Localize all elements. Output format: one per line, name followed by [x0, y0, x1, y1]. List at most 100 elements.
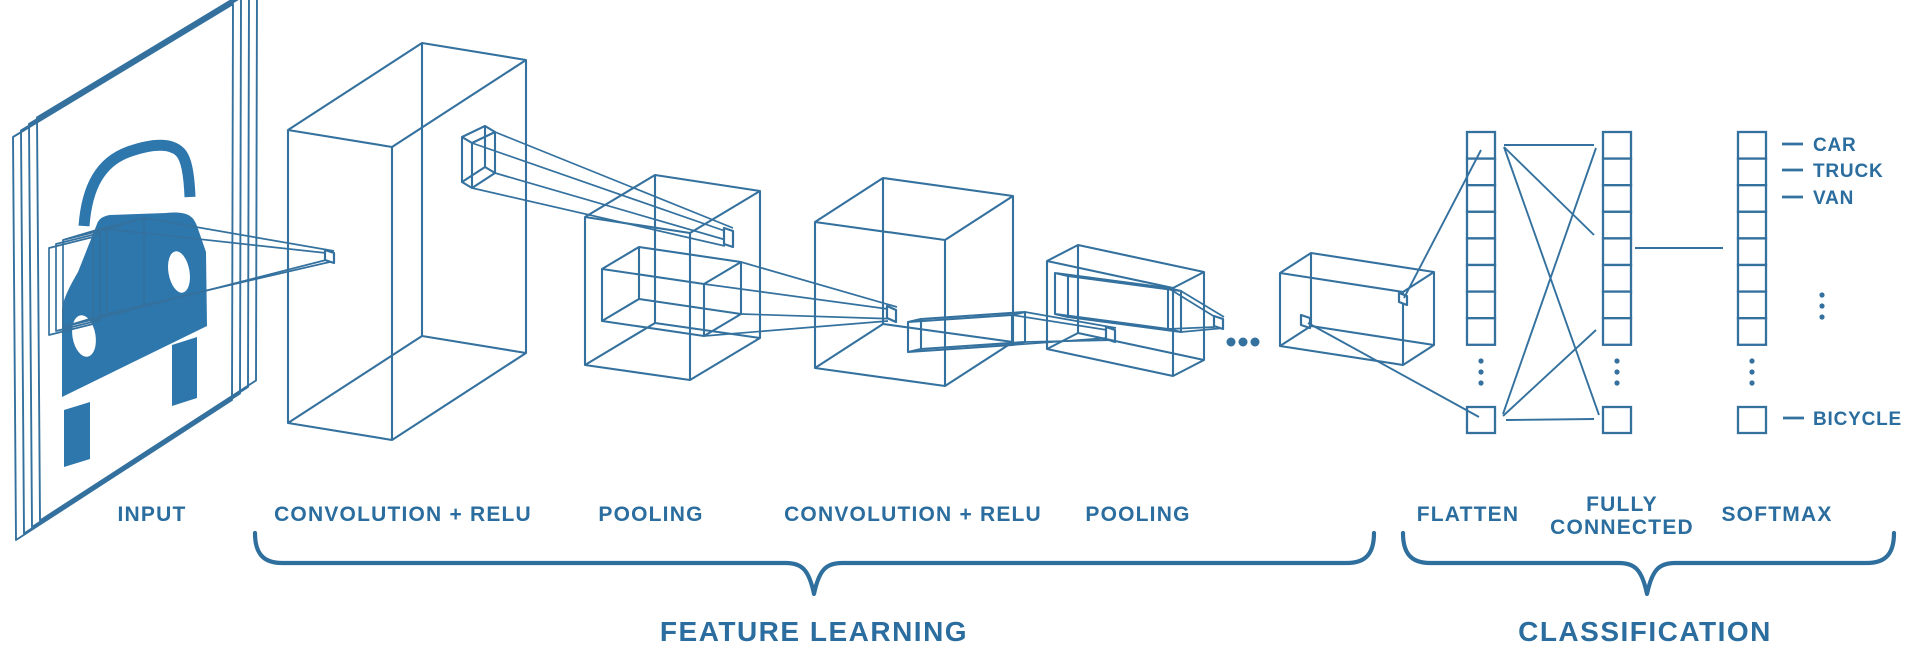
softmax-column: [1736, 130, 1768, 435]
fc-cell: [1601, 317, 1633, 346]
stage-label-pool2: POOLING: [1085, 503, 1190, 526]
projection-line: [494, 172, 734, 243]
flatten-cell: [1465, 317, 1497, 346]
dot: [1819, 303, 1825, 309]
flatten-cell: [1465, 130, 1497, 160]
fc-cell: [1601, 290, 1633, 320]
stage-label-fully-connected-line2: CONNECTED: [1550, 516, 1694, 539]
car-window-cutout: [168, 251, 190, 293]
softmax-cell: [1736, 157, 1768, 187]
stage-label-input: INPUT: [118, 503, 187, 526]
softmax-cell: [1736, 317, 1768, 346]
stage-label-fully-connected-line1: FULLY: [1586, 493, 1658, 516]
projection-line: [106, 259, 327, 317]
projection-beam: [471, 131, 734, 247]
pool1-receptive-target: [722, 226, 735, 249]
projection-line: [106, 228, 327, 254]
projection-beam: [1011, 311, 1117, 346]
pool2-wireframe: [1045, 243, 1206, 378]
stage-label-softmax: SOFTMAX: [1721, 503, 1832, 526]
dot: [1819, 292, 1825, 298]
pool1-wireframe: [583, 173, 762, 382]
car-illustration: [62, 139, 207, 467]
input-receptive-field-box: [48, 217, 336, 336]
stage-label-pool1: POOLING: [598, 503, 703, 526]
fc-cell: [1601, 237, 1633, 267]
filter-box-wireframe: [460, 124, 497, 190]
dot: [1749, 380, 1755, 386]
conv2-receptive-target: [885, 304, 898, 324]
connection-line: [1503, 146, 1600, 416]
fc-last-cell: [1601, 405, 1633, 435]
conv1-box: [286, 41, 528, 442]
section-braces: FEATURE LEARNING CLASSIFICATION: [252, 530, 1897, 647]
ellipsis-dots: [1226, 337, 1260, 347]
flatten-cell: [1465, 184, 1497, 213]
projection-beam: [106, 217, 335, 317]
section-label-feature-learning: FEATURE LEARNING: [660, 616, 968, 647]
fc-cell: [1601, 184, 1633, 213]
conv2-box: [813, 176, 1117, 388]
dot: [1614, 358, 1620, 364]
car-lower-panel-right: [172, 337, 197, 406]
connection-line: [1502, 147, 1597, 415]
class-label-van: VAN: [1813, 188, 1854, 209]
projection-line: [1167, 287, 1216, 318]
fc-cell: [1601, 157, 1633, 187]
softmax-cell: [1736, 290, 1768, 320]
stage-label-conv1: CONVOLUTION + RELU: [274, 503, 532, 526]
slice-outline: [48, 236, 94, 336]
flatten-cell: [1465, 157, 1497, 187]
fc-cell: [1601, 263, 1633, 293]
slice-outline: [55, 232, 101, 332]
conv1-filter-box: [460, 124, 735, 249]
projection-line: [471, 142, 726, 232]
classification-brace: [1400, 530, 1897, 597]
final-box-wireframe: [1278, 251, 1436, 367]
dot: [1226, 337, 1236, 347]
projection-line: [703, 320, 889, 337]
flatten-cell: [1465, 237, 1497, 267]
feature-learning-brace: [252, 530, 1377, 597]
projection-beam: [703, 261, 898, 337]
dense-connections: [1502, 144, 1600, 421]
final-box-to-flatten-connections: [1307, 149, 1482, 418]
dot: [1749, 369, 1755, 375]
projection-line: [740, 261, 898, 308]
softmax-cell: [1736, 130, 1768, 160]
page-outline: [28, 0, 250, 528]
pool1-box: [583, 173, 898, 382]
class-label-car: CAR: [1813, 135, 1857, 156]
page-outline: [36, 0, 258, 522]
fc-column: [1601, 130, 1633, 435]
conv1-wireframe: [286, 41, 528, 442]
input-image-stack: [12, 0, 258, 541]
projection-line: [740, 313, 898, 320]
car-lower-panel-left: [64, 402, 90, 467]
projection-line: [1180, 327, 1225, 333]
page-outline: [20, 0, 242, 535]
dot: [1478, 358, 1484, 364]
connection-line: [1505, 418, 1595, 421]
softmax-cell: [1736, 210, 1768, 240]
stage-labels: INPUT CONVOLUTION + RELU POOLING CONVOLU…: [118, 493, 1832, 539]
class-labels: CAR TRUCK VAN BICYCLE: [1782, 135, 1901, 430]
softmax-cell: [1736, 237, 1768, 267]
dot: [1819, 314, 1825, 320]
softmax-last-cell: [1736, 405, 1768, 435]
connection-line: [1403, 149, 1482, 299]
dot: [1614, 369, 1620, 375]
projection-line: [143, 217, 335, 252]
softmax-cell: [1736, 263, 1768, 293]
softmax-cell: [1736, 184, 1768, 213]
conv2-wireframe: [813, 176, 1015, 388]
fc-cell: [1601, 210, 1633, 240]
flatten-last-cell: [1465, 405, 1497, 435]
section-label-classification: CLASSIFICATION: [1518, 616, 1772, 647]
projection-line: [1167, 326, 1216, 330]
pool1-inner-box: [600, 245, 743, 338]
stage-label-conv2: CONVOLUTION + RELU: [784, 503, 1042, 526]
conv2-filter-box: [906, 310, 1027, 354]
